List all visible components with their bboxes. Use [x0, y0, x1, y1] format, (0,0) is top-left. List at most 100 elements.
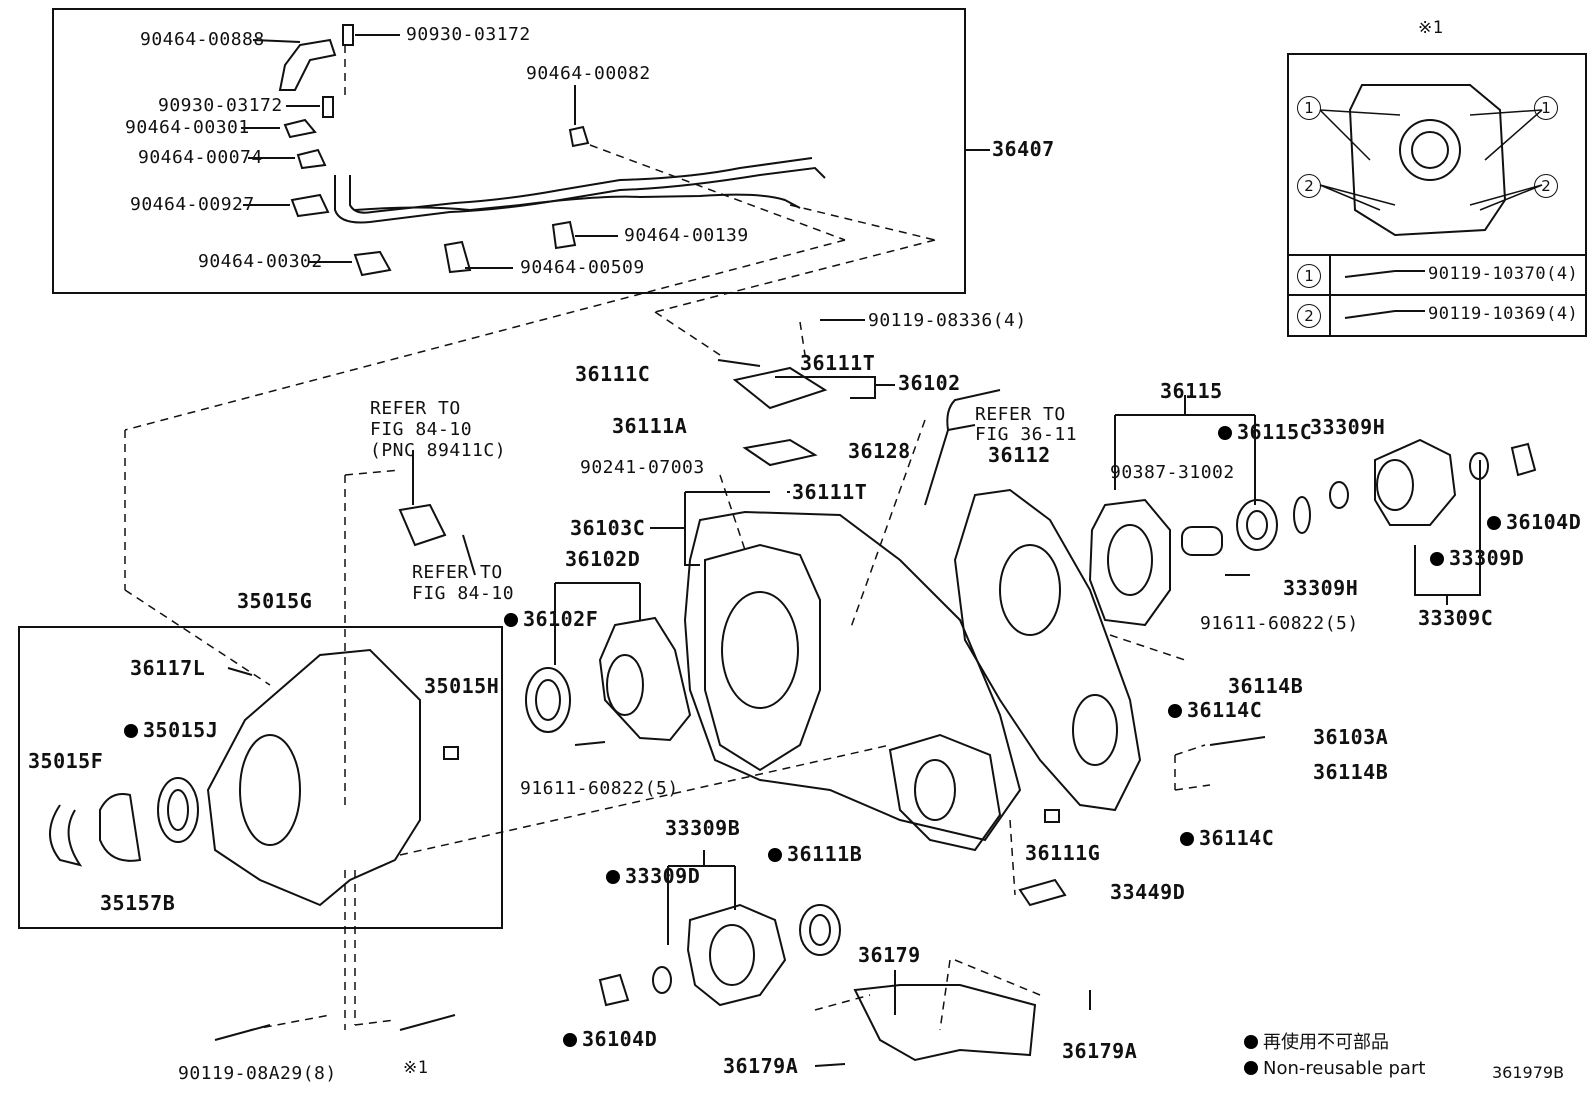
label-35015J-text: 35015J	[143, 718, 219, 742]
label-33309H-b: 33309H	[1283, 576, 1359, 600]
label-36114B-b: 36114B	[1313, 760, 1389, 784]
extension-housing-box	[18, 626, 503, 929]
label-90930-03172-a: 90930-03172	[406, 24, 531, 45]
label-91611-60822-a: 91611-60822(5)	[1200, 613, 1359, 634]
label-36128: 36128	[848, 439, 911, 463]
label-36114C-b-text: 36114C	[1199, 826, 1275, 850]
label-36179A-b: 36179A	[1062, 1039, 1138, 1063]
clip-90464-00302	[353, 250, 392, 277]
non-reusable-dot	[563, 1033, 577, 1047]
plug-90930-03172-b	[322, 96, 334, 118]
inset-row-1-num: 1	[1297, 264, 1321, 288]
label-36117L: 36117L	[130, 656, 206, 680]
label-90119-08A29: 90119-08A29(8)	[178, 1063, 337, 1084]
legend-row-en: Non-reusable part	[1244, 1056, 1425, 1082]
clip-90464-00888	[278, 38, 337, 91]
label-33309D-b: 33309D	[606, 866, 700, 886]
clip-90464-00139	[551, 220, 577, 250]
label-36102F: 36102F	[504, 609, 598, 629]
label-36103C: 36103C	[570, 516, 646, 540]
label-36114C-b: 36114C	[1180, 828, 1274, 848]
label-90930-03172-b: 90930-03172	[158, 95, 283, 116]
label-36112: 36112	[988, 443, 1051, 467]
label-33309H-a: 33309H	[1310, 415, 1386, 439]
label-33309B: 33309B	[665, 816, 741, 840]
label-90241-07003: 90241-07003	[580, 457, 705, 478]
label-36104D-b-text: 36104D	[582, 1027, 658, 1051]
inset-callout-2-right: 2	[1534, 174, 1558, 198]
label-90387-31002: 90387-31002	[1110, 462, 1235, 483]
refer-84-10-line2[interactable]: FIG 84-10	[370, 419, 473, 440]
label-90464-00302: 90464-00302	[198, 251, 323, 272]
extension-housing-35015G	[206, 648, 421, 907]
label-36103A: 36103A	[1313, 725, 1389, 749]
refer-84-10-line1[interactable]: REFER TO	[370, 398, 461, 419]
label-36104D-a: 36104D	[1487, 512, 1581, 532]
non-reusable-dot	[1244, 1061, 1258, 1075]
label-33309D-b-text: 33309D	[625, 864, 701, 888]
inset-callout-2-left: 2	[1297, 174, 1321, 198]
inset-row-1-part: 90119-10370(4)	[1428, 264, 1579, 284]
label-36102: 36102	[898, 371, 961, 395]
non-reusable-dot	[1168, 704, 1182, 718]
label-36104D-b: 36104D	[563, 1029, 657, 1049]
label-90464-00082: 90464-00082	[526, 63, 651, 84]
figure-number: 361979B	[1492, 1063, 1565, 1082]
clip-90464-00927	[290, 193, 330, 218]
label-36111B: 36111B	[768, 844, 862, 864]
label-90464-00301: 90464-00301	[125, 117, 250, 138]
inset-header: ※1	[1418, 18, 1444, 38]
label-36115: 36115	[1160, 379, 1223, 403]
label-36115C-text: 36115C	[1237, 420, 1313, 444]
label-36179A-a: 36179A	[723, 1054, 799, 1078]
label-36102F-text: 36102F	[523, 607, 599, 631]
legend: 再使用不可部品 Non-reusable part	[1244, 1030, 1425, 1082]
label-90464-00927: 90464-00927	[130, 194, 255, 215]
label-90464-00139: 90464-00139	[624, 225, 749, 246]
clip-90464-00082	[568, 125, 590, 148]
clip-90464-00074	[296, 148, 327, 170]
label-33309C: 33309C	[1418, 606, 1494, 630]
label-35015J: 35015J	[124, 720, 218, 740]
refer-36-11-line2[interactable]: FIG 36-11	[975, 424, 1078, 445]
label-35015G: 35015G	[237, 589, 313, 613]
transfer-case-outline	[683, 510, 1022, 842]
label-36104D-a-text: 36104D	[1506, 510, 1582, 534]
non-reusable-dot	[1244, 1035, 1258, 1049]
inset-callout-1-left: 1	[1297, 96, 1321, 120]
label-36102D: 36102D	[565, 547, 641, 571]
legend-text-en: Non-reusable part	[1263, 1058, 1426, 1079]
label-36111C: 36111C	[575, 362, 651, 386]
label-36114C-a-text: 36114C	[1187, 698, 1263, 722]
legend-row-jp: 再使用不可部品	[1244, 1030, 1425, 1056]
label-36111T-a: 36111T	[800, 351, 876, 375]
label-36111T-b: 36111T	[792, 480, 868, 504]
label-36114C-a: 36114C	[1168, 700, 1262, 720]
refer-84-10-b-line2[interactable]: FIG 84-10	[412, 583, 515, 604]
label-90464-00509: 90464-00509	[520, 257, 645, 278]
label-91611-60822-b: 91611-60822(5)	[520, 778, 679, 799]
legend-text-jp: 再使用不可部品	[1263, 1032, 1389, 1053]
front-cover-36112	[953, 488, 1142, 812]
non-reusable-dot	[768, 848, 782, 862]
inset-callout-1-right: 1	[1534, 96, 1558, 120]
non-reusable-dot	[606, 870, 620, 884]
non-reusable-dot	[1430, 552, 1444, 566]
refer-84-10-line3[interactable]: (PNC 89411C)	[370, 440, 507, 461]
refer-36-11-line1[interactable]: REFER TO	[975, 404, 1066, 425]
label-90464-00074: 90464-00074	[138, 147, 263, 168]
label-90119-08336: 90119-08336(4)	[868, 310, 1027, 331]
label-36114B-a: 36114B	[1228, 674, 1304, 698]
label-33309D-a: 33309D	[1430, 548, 1524, 568]
refer-84-10-b-line1[interactable]: REFER TO	[412, 562, 503, 583]
plug-90930-03172-a	[342, 24, 354, 46]
label-33309D-a-text: 33309D	[1449, 546, 1525, 570]
label-36111B-text: 36111B	[787, 842, 863, 866]
label-35015F: 35015F	[28, 749, 104, 773]
label-ref1-bottom: ※1	[403, 1058, 429, 1078]
non-reusable-dot	[124, 724, 138, 738]
label-90464-00888: 90464-00888	[140, 29, 265, 50]
label-33449D: 33449D	[1110, 880, 1186, 904]
clip-90464-00301	[283, 118, 317, 139]
non-reusable-dot	[1487, 516, 1501, 530]
